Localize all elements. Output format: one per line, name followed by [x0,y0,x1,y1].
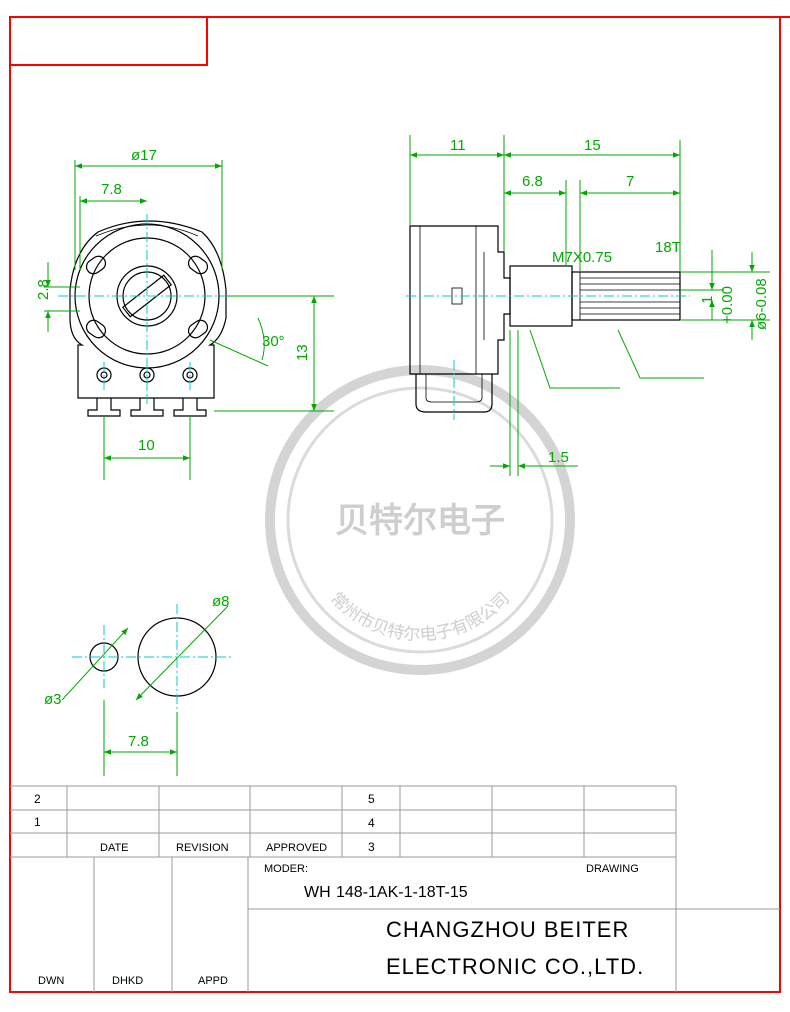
model-number: 148-1AK-1-18T-15 [336,884,468,901]
rev-row-2: 2 [34,792,41,806]
dim-hole-large: ø8 [212,593,230,610]
company-stamp-watermark: 贝特尔电子 常州市贝特尔电子有限公司 [265,365,575,675]
dim-height: 13 [294,344,311,361]
dim-shaft-tol-lower: ø6-0.08 [753,278,770,330]
dim-shaft-flat: 1 [699,296,716,304]
dim-depth-front: 11 [450,137,466,154]
company-line-1: CHANGZHOU BEITER [386,917,629,942]
dim-pin-offset: 1.5 [548,449,569,466]
model-prefix: WH [304,884,331,901]
drawing-label: DRAWING [586,863,639,875]
dim-body-diameter: ø17 [131,147,157,164]
dim-thread: M7X0.75 [552,249,612,266]
header-revision: REVISION [176,842,229,854]
drawing-frame [9,16,790,993]
sign-dwn: DWN [38,975,64,987]
dim-shaft-step: 6.8 [522,173,543,190]
moder-label: MODER: [264,863,308,875]
stamp-ring-text: 常州市贝特尔电子有限公司 [326,589,514,646]
dim-body-width: 7.8 [101,181,122,198]
header-date: DATE [100,842,129,854]
front-view [58,214,236,417]
sign-appd: APPD [198,975,228,987]
dim-angle: 30° [262,333,285,350]
dim-shaft-tol-upper: +0.00 [719,286,736,324]
row-number-4: 4 [368,816,375,830]
dim-shaft-knurl: 7 [626,173,634,190]
dim-pin-pitch: 10 [138,437,155,454]
dim-hole-spacing: 7.8 [128,733,149,750]
panel-hole-view: ø8 ø3 7.8 [44,593,232,776]
company-line-2: ELECTRONIC CO.,LTD. [386,954,644,979]
stamp-center-text: 贝特尔电子 [335,501,505,541]
sign-dhkd: DHKD [112,975,143,987]
side-view-dimensions: 11 15 6.8 7 M7X0.75 18T 1.5 1 +0.00 [409,135,770,476]
header-approved: APPROVED [266,842,327,854]
rev-row-1: 1 [34,815,41,829]
dim-offset-left: 2.8 [35,279,52,300]
dim-shaft-length: 15 [584,137,601,154]
dim-hole-small: ø3 [44,691,62,708]
side-view [406,225,690,420]
knurl-lines [580,277,680,315]
title-block: 2 1 DATE REVISION APPROVED 5 4 3 MODER: … [10,785,780,992]
row-number-3: 3 [368,840,375,854]
front-view-dimensions: ø17 7.8 2.8 30° 13 10 [35,147,334,480]
row-number-5: 5 [368,792,375,806]
dim-teeth: 18T [655,239,681,256]
